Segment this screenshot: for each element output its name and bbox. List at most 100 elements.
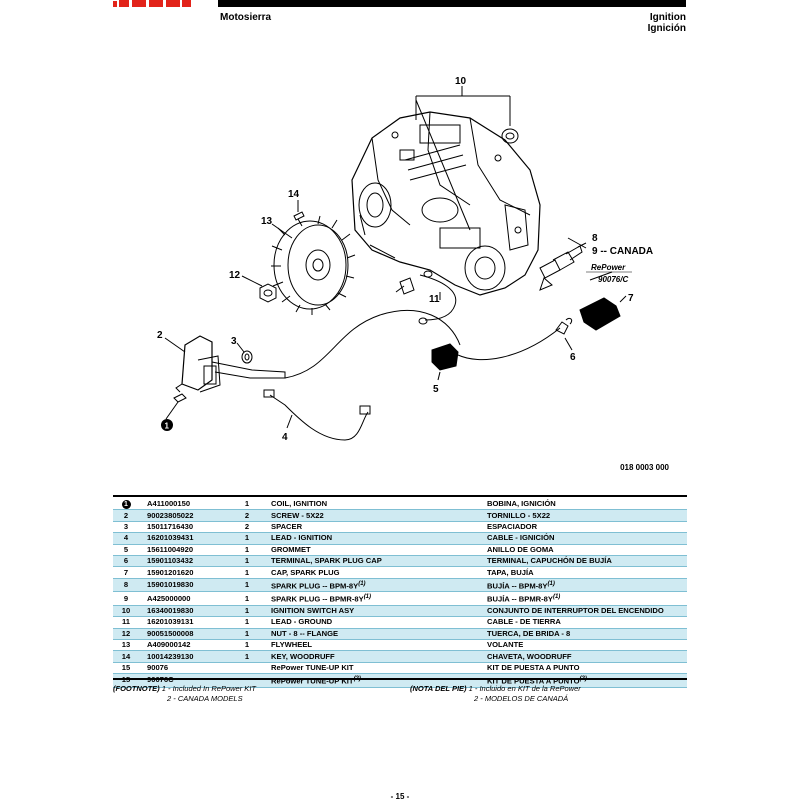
section-subtitle: Ignition Ignición <box>648 12 686 34</box>
footnote-text-2: - CANADA MODELS <box>171 694 243 703</box>
description-es-cell: CONJUNTO DE INTERRUPTOR DEL ENCENDIDO <box>485 605 687 617</box>
spark-plug <box>539 242 587 291</box>
table-bottom-rule <box>113 678 687 680</box>
footnote-num-1-es: 1 <box>468 684 473 693</box>
ref-cell: 15 <box>121 662 131 672</box>
footnote-label: (FOOTNOTE) <box>113 684 160 693</box>
quantity-cell: 1 <box>244 593 250 603</box>
part-number-cell: 15611004920 <box>147 544 194 554</box>
quantity-cell: 1 <box>244 544 250 554</box>
footnote-text-2-es: - MODELOS DE CANADÁ <box>478 694 569 703</box>
part-number-cell: 15901019830 <box>137 578 229 592</box>
ref-cell: 7 <box>123 567 129 577</box>
callout-1: 1 <box>161 419 173 431</box>
quantity-cell <box>229 662 263 673</box>
part-number-cell: 90023805022 <box>137 509 229 522</box>
description-en-cell: SPARK PLUG -- BPMR-8Y(1) <box>271 594 372 604</box>
callout-12: 12 <box>229 270 241 281</box>
callout-9: 9 -- CANADA <box>592 246 653 257</box>
repower-badge: RePower 90076/C <box>586 263 632 284</box>
description-en-cell: TERMINAL, SPARK PLUG CAP <box>263 555 485 567</box>
brand-logo <box>113 0 193 8</box>
part-number-cell: 90076 <box>147 662 169 672</box>
part-number-cell: A425000000 <box>147 593 191 603</box>
page-number: - 15 - <box>390 792 410 801</box>
callout-10: 10 <box>455 76 467 87</box>
footnote-text-1: - Included In RePower KIT <box>165 684 256 693</box>
ref-cell: 3 <box>123 521 129 531</box>
description-es-cell: TORNILLO - 5X22 <box>485 509 687 522</box>
callout-4: 4 <box>282 432 288 443</box>
footnote-english: (FOOTNOTE) 1 - Included In RePower KIT 2… <box>113 684 256 704</box>
part-number-cell: 15011716430 <box>147 521 194 531</box>
ref-cell: 1 <box>113 499 137 510</box>
description-es-cell: CABLE - DE TIERRA <box>487 617 561 627</box>
title-english: Ignition <box>649 12 686 23</box>
ref-cell: 5 <box>123 544 129 554</box>
quantity-cell: 1 <box>244 567 250 577</box>
quantity-cell: 1 <box>229 650 263 663</box>
quantity-cell: 1 <box>229 605 263 617</box>
ref-cell: 4 <box>113 532 137 545</box>
quantity-cell: 1 <box>229 555 263 567</box>
description-en-cell: SCREW - 5X22 <box>263 509 485 522</box>
callout-3: 3 <box>231 336 237 347</box>
ref-cell: 14 <box>113 650 137 663</box>
exploded-diagram: 10 14 13 12 8 9 -- CANADA 11 7 6 5 2 3 4… <box>157 76 653 443</box>
description-es-cell: BUJÍA -- BPMR-8Y(1) <box>487 594 561 604</box>
footnote-spanish: (NOTA DEL PIE) 1 - Incluido en KIT de la… <box>410 684 581 704</box>
description-es-cell: VOLANTE <box>487 640 524 650</box>
quantity-cell: 1 <box>229 532 263 545</box>
quantity-cell: 2 <box>244 521 250 531</box>
callout-8: 8 <box>592 233 598 244</box>
ref-cell: 2 <box>113 509 137 522</box>
description-en-cell: FLYWHEEL <box>271 640 313 650</box>
svg-text:RePower: RePower <box>591 263 626 272</box>
svg-text:1: 1 <box>165 422 170 431</box>
footnote-num-1: 1 <box>161 684 166 693</box>
footnote-text-1-es: - Incluido en KIT de la RePower <box>472 684 581 693</box>
description-es-cell: KIT DE PUESTA A PUNTO <box>487 662 580 672</box>
quantity-cell: 1 <box>244 617 250 627</box>
part-number-cell: 16340019830 <box>137 605 229 617</box>
part-number-cell: 10014239130 <box>137 650 229 663</box>
footnote-label-es: (NOTA DEL PIE) <box>410 684 467 693</box>
table-row: 15 90076 RePower TUNE-UP KIT KIT DE PUESTA … <box>113 662 687 674</box>
quantity-cell: 1 <box>244 640 250 650</box>
svg-text:90076/C: 90076/C <box>598 275 628 284</box>
description-es-cell: BOBINA, IGNICIÓN <box>487 499 556 509</box>
part-number-cell: 16201039431 <box>137 532 229 545</box>
quantity-cell <box>229 673 263 688</box>
part-number-cell: 15901103432 <box>137 555 229 567</box>
description-en-cell: RePower TUNE-UP KIT <box>271 662 354 672</box>
description-en-cell: CAP, SPARK PLUG <box>271 567 340 577</box>
part-number-cell: 90051500008 <box>137 628 229 640</box>
ref-cell: 8 <box>113 578 137 592</box>
callout-7: 7 <box>628 293 634 304</box>
ref-cell: 10 <box>113 605 137 617</box>
description-es-cell: TUERCA, DE BRIDA - 8 <box>485 628 687 640</box>
description-es-cell: BUJÍA -- BPM-8Y(1) <box>485 578 687 592</box>
title-spanish: Ignición <box>647 23 686 34</box>
description-es-cell: CHAVETA, WOODRUFF <box>485 650 687 663</box>
callout-11: 11 <box>429 294 440 305</box>
description-en-cell: GROMMET <box>271 544 311 554</box>
quantity-cell: 2 <box>229 509 263 522</box>
footnote-num-2-es: 2 <box>474 694 479 703</box>
description-es-cell: CABLE - IGNICIÓN <box>485 532 687 545</box>
description-en-cell: NUT - 8 -- FLANGE <box>263 628 485 640</box>
quantity-cell: 1 <box>244 499 250 509</box>
flywheel <box>271 215 356 315</box>
description-es-cell: TERMINAL, CAPUCHÓN DE BUJÍA <box>485 555 687 567</box>
description-en-cell: LEAD - IGNITION <box>263 532 485 545</box>
ref-cell: 13 <box>121 640 131 650</box>
